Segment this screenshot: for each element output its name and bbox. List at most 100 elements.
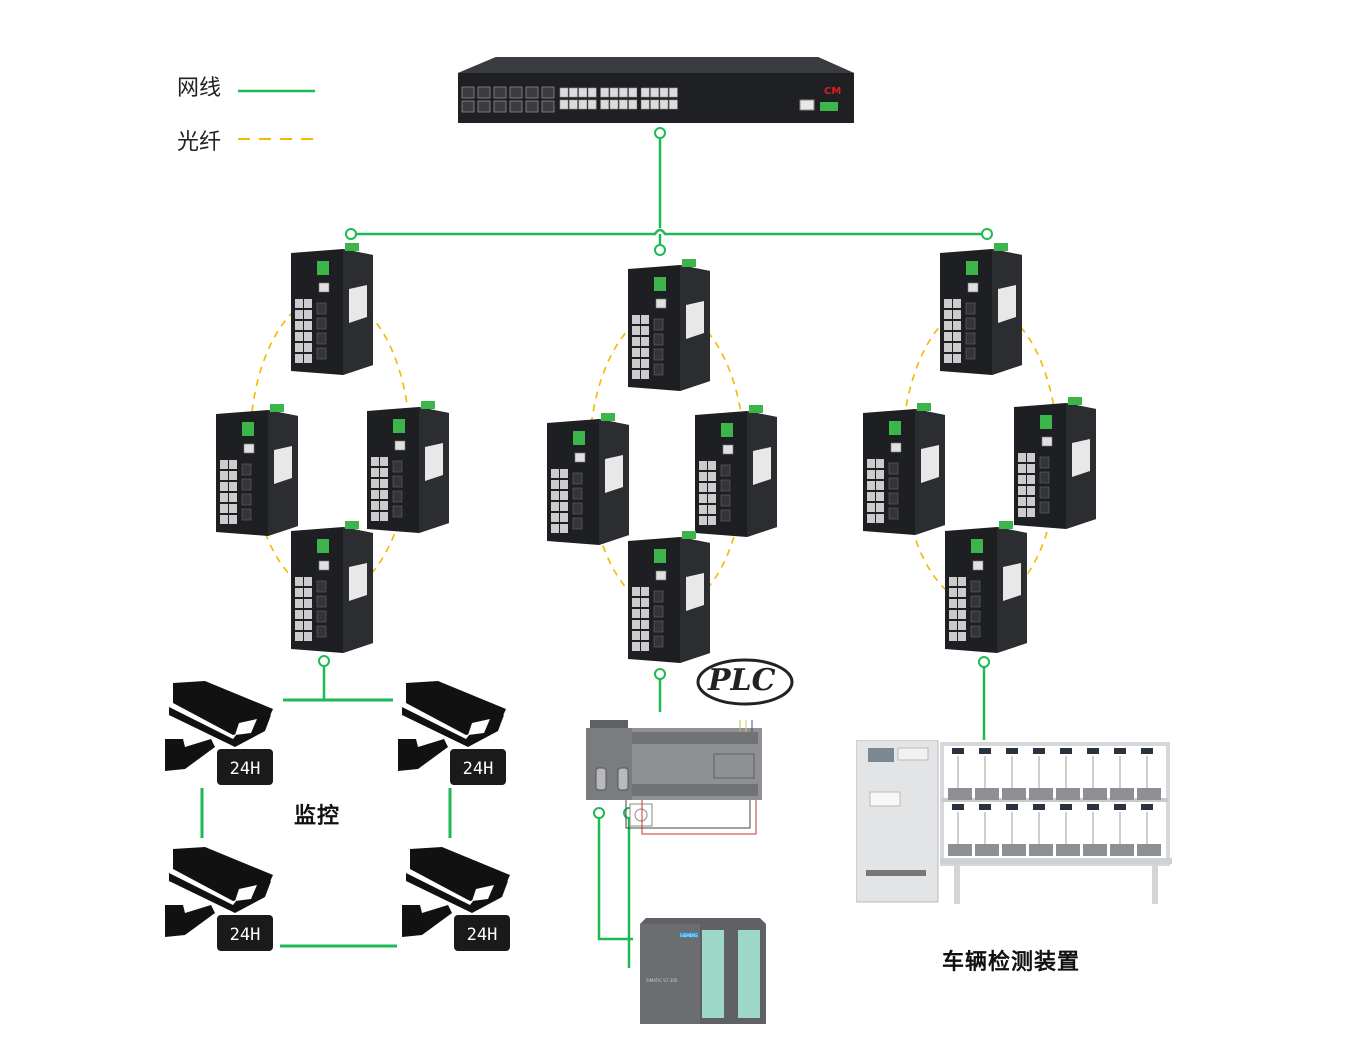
rj45-port (619, 87, 628, 98)
rj45-port (669, 99, 678, 110)
meter-display (1060, 804, 1072, 810)
console-port (799, 99, 815, 111)
meter-display (979, 804, 991, 810)
meter-unit (1110, 788, 1134, 800)
center-ring-out-node (654, 668, 666, 680)
rj45-port (619, 99, 628, 110)
industrial-switch (216, 404, 298, 540)
meter-display (1033, 748, 1045, 754)
distribution-bus (355, 228, 985, 236)
bus-node-right (981, 228, 993, 240)
meter-unit (1029, 844, 1053, 856)
plc-link-1 (597, 818, 633, 941)
cctv-camera: 24H (402, 843, 514, 957)
meter-unit (1083, 844, 1107, 856)
meter-unit (1137, 844, 1161, 856)
right-ring-out-node (978, 656, 990, 668)
meter-display (952, 804, 964, 810)
core-rj45-ports (559, 87, 678, 110)
meter-display (1087, 748, 1099, 754)
left-ring-out-node (318, 655, 330, 667)
industrial-switch (547, 413, 629, 549)
camera-icon: 24H (402, 847, 510, 951)
plc-controller (586, 718, 762, 838)
camera-icon: 24H (165, 681, 273, 785)
vehicle-test-caption: 车辆检测装置 (942, 950, 1081, 975)
cctv-camera: 24H (398, 677, 510, 791)
meter-unit (1056, 844, 1080, 856)
cctv-camera: 24H (165, 843, 277, 957)
rj45-port (569, 99, 578, 110)
meter-display (1141, 748, 1153, 754)
industrial-switch (1014, 397, 1096, 533)
industrial-switch (367, 401, 449, 537)
meter-unit (1137, 788, 1161, 800)
meter-display (1114, 804, 1126, 810)
camera-badge: 24H (230, 925, 261, 945)
meter-unit (975, 844, 999, 856)
rj45-port (587, 87, 597, 98)
rj45-port (578, 87, 588, 98)
sfp-port (477, 100, 491, 113)
rj45-port (578, 99, 588, 110)
meter-display (979, 748, 991, 754)
meter-unit (1083, 788, 1107, 800)
simatic-label: SIMATIC S7-300 (646, 978, 678, 983)
rj45-port (559, 99, 569, 110)
rj45-port (587, 99, 597, 110)
meter-display (952, 748, 964, 754)
plc-logo-text: PLC (708, 663, 776, 698)
camera-badge: 24H (467, 925, 498, 945)
rj45-port (569, 87, 578, 98)
meter-unit (948, 844, 972, 856)
bus-node-center (654, 244, 666, 256)
sfp-port (509, 100, 523, 113)
sfp-port (477, 86, 491, 99)
sfp-port (541, 86, 555, 99)
siemens-s7-300: SIEMENS SIMATIC S7-300 (640, 912, 768, 1024)
rj45-port (669, 87, 678, 98)
legend-ethernet-label: 网线 (177, 76, 222, 101)
sfp-port (509, 86, 523, 99)
sfp-port (461, 86, 475, 99)
industrial-switch (695, 405, 777, 541)
power-terminal (820, 102, 838, 111)
sfp-port (493, 86, 507, 99)
industrial-switch (863, 403, 945, 539)
rj45-port (640, 87, 650, 98)
cctv-camera: 24H (165, 677, 277, 791)
rj45-port (628, 87, 638, 98)
meter-unit (1056, 788, 1080, 800)
meter-display (1060, 748, 1072, 754)
rj45-port (609, 87, 619, 98)
sfp-port (493, 100, 507, 113)
rj45-port (609, 99, 619, 110)
sfp-port (461, 100, 475, 113)
core-port-node (654, 127, 666, 139)
rj45-port (659, 99, 669, 110)
camera-badge: 24H (230, 759, 261, 779)
meter-unit (975, 788, 999, 800)
rj45-port (600, 87, 609, 98)
meter-display (1087, 804, 1099, 810)
meter-display (1114, 748, 1126, 754)
meter-unit (1110, 844, 1134, 856)
legend-fiber-label: 光纤 (177, 130, 222, 155)
industrial-switch (291, 243, 373, 379)
meter-display (1141, 804, 1153, 810)
industrial-switch (291, 521, 373, 657)
rj45-port (628, 99, 638, 110)
vehicle-test-equipment (855, 739, 1172, 908)
rj45-port (650, 87, 659, 98)
rj45-port (559, 87, 569, 98)
meter-display (1006, 748, 1018, 754)
rj45-port (650, 99, 659, 110)
siemens-brand: SIEMENS (680, 933, 698, 938)
sfp-port (525, 100, 539, 113)
sfp-port (541, 100, 555, 113)
camera-icon: 24H (398, 681, 506, 785)
core-brand-logo: CM (824, 86, 841, 97)
rj45-port (600, 99, 609, 110)
meter-unit (1029, 788, 1053, 800)
rj45-port (659, 87, 669, 98)
